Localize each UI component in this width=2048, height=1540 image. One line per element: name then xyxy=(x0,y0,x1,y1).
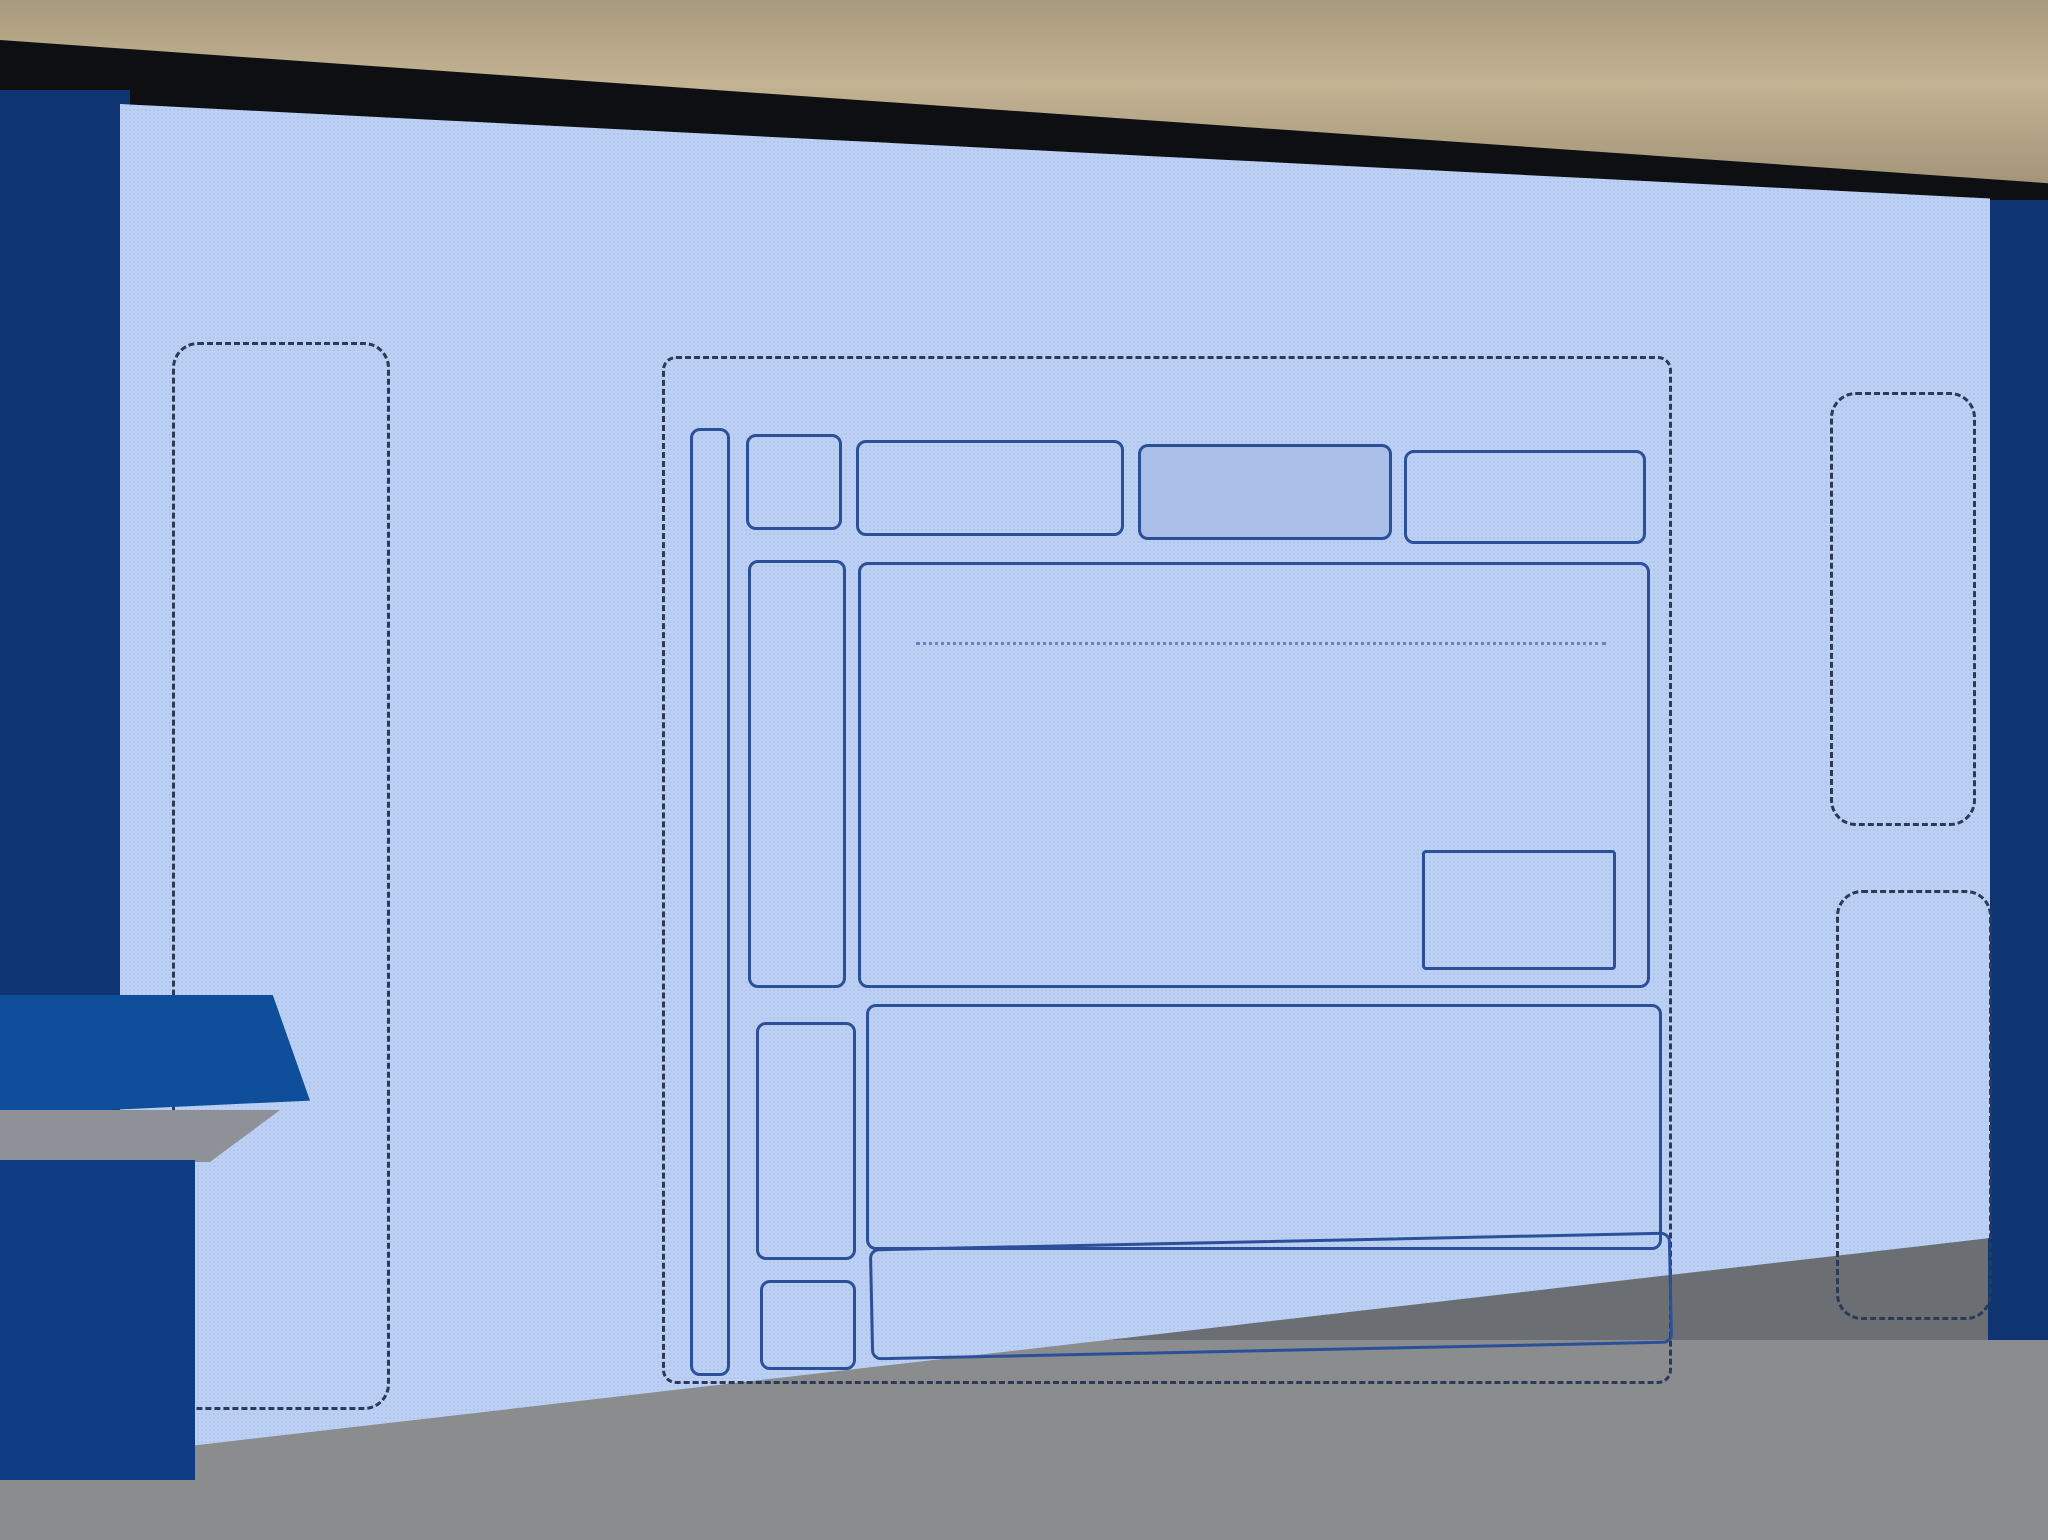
presentation-pc xyxy=(856,440,1124,536)
scenario-divider xyxy=(916,642,1606,645)
stage-wall-right xyxy=(1988,200,2048,1350)
venue-slogan-panel xyxy=(0,1160,195,1480)
business-systems-group xyxy=(1830,392,1976,826)
projection-screen xyxy=(120,104,1990,1454)
bank-systems-group xyxy=(172,342,390,1410)
security-column xyxy=(690,428,730,1376)
base-services-frame xyxy=(866,1004,1662,1250)
layer-application xyxy=(748,560,846,988)
infrastructure-frame xyxy=(868,1231,1674,1361)
presentation-sdk xyxy=(1404,450,1646,544)
presentation-mobile xyxy=(1138,444,1392,540)
operations-module xyxy=(1422,850,1616,970)
venue-banner xyxy=(0,995,310,1115)
third-party-group xyxy=(1836,890,1992,1320)
platform-group xyxy=(662,356,1672,1384)
business-app-frame xyxy=(858,562,1650,988)
layer-infrastructure xyxy=(760,1280,856,1370)
layer-presentation xyxy=(746,434,842,530)
layer-service xyxy=(756,1022,856,1260)
